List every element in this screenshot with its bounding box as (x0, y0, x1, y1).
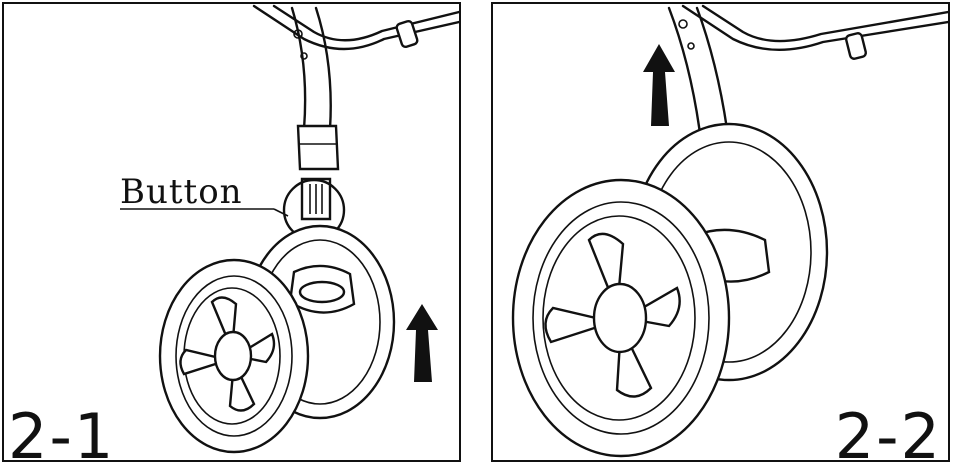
panel-step-2-2: 2-2 (491, 2, 950, 468)
step-label-2-1: 2-1 (8, 400, 116, 473)
wheel-assembly-illustration-1 (120, 4, 459, 454)
button-callout-label: Button (120, 172, 243, 212)
wheel-assembly-illustration-2 (511, 4, 948, 458)
panel-step-2-1: Button 2-1 (2, 2, 461, 468)
step-label-2-2: 2-2 (834, 400, 942, 473)
